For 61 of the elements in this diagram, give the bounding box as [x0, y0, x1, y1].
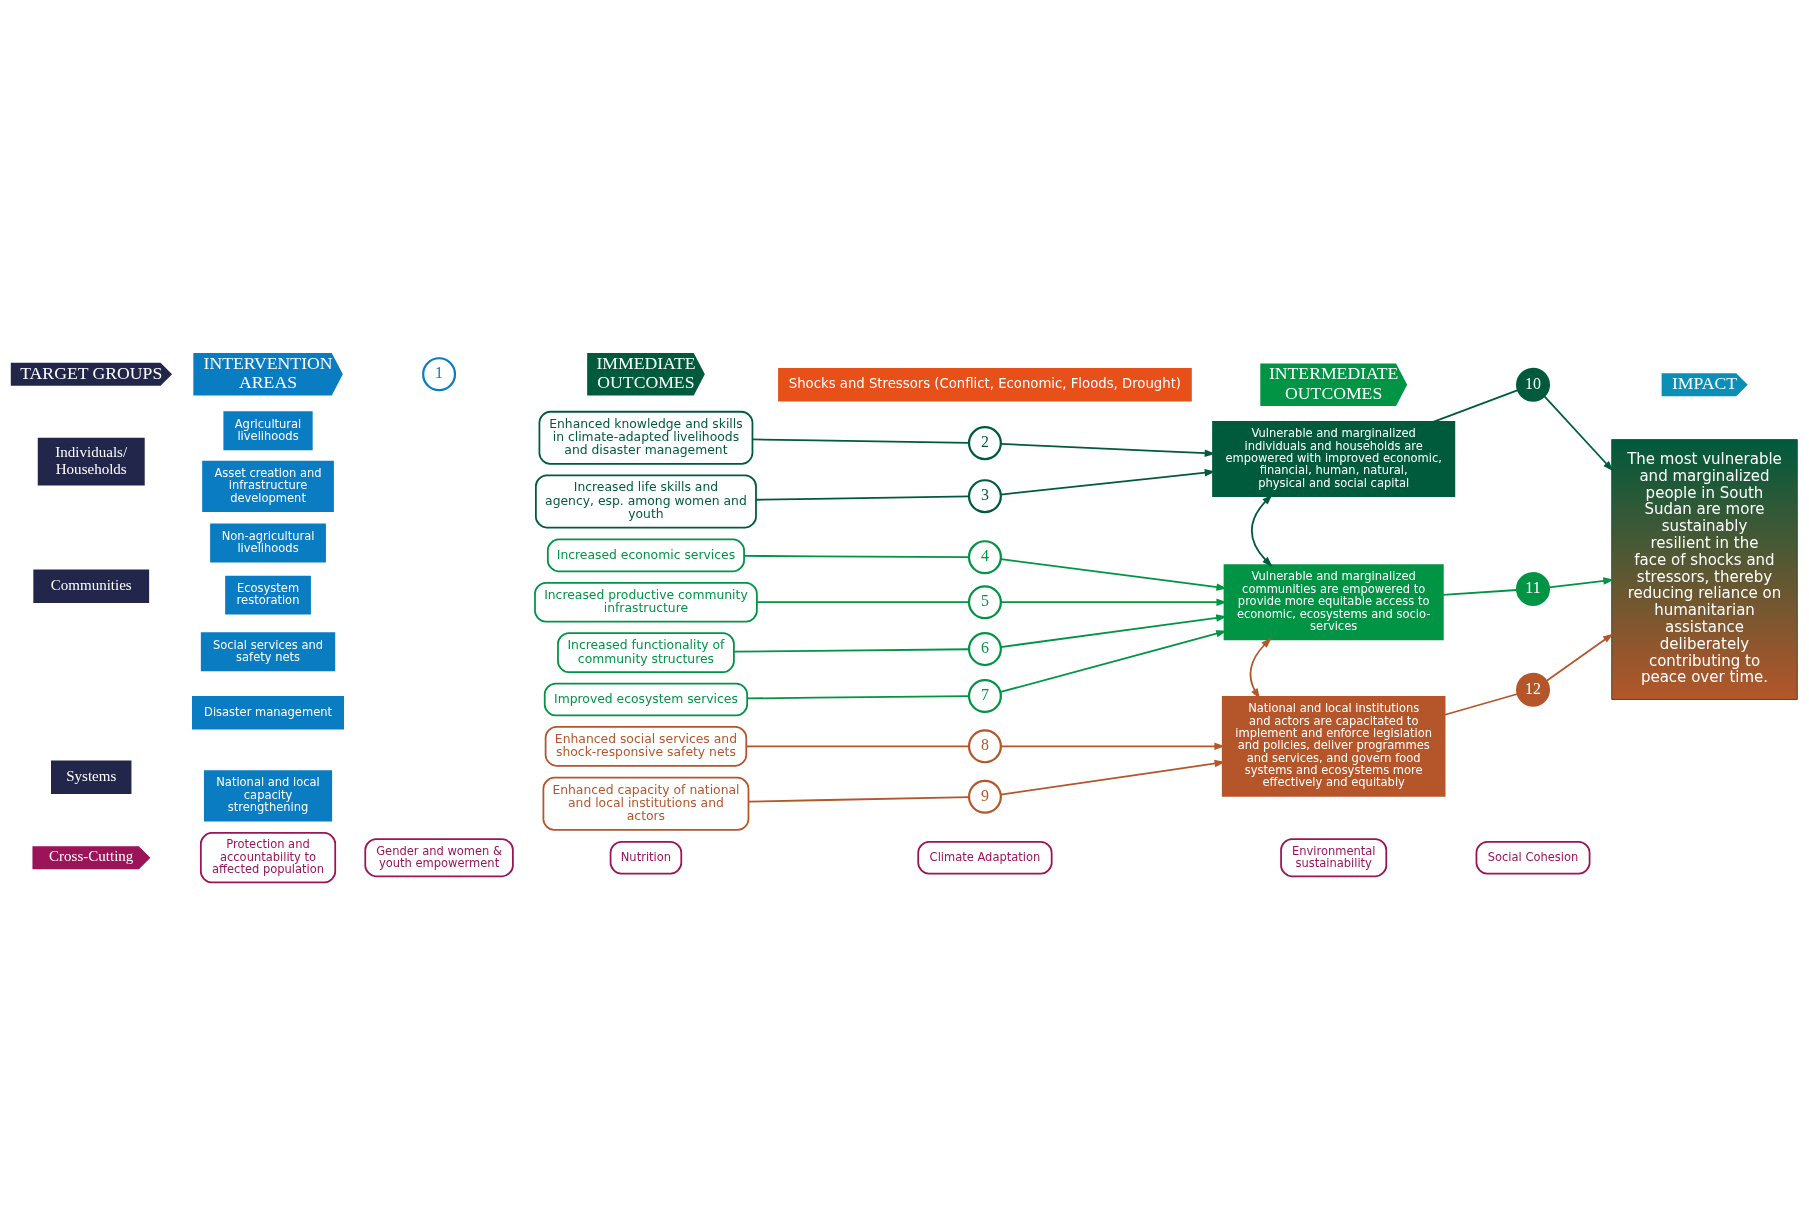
node-box: The most vulnerable and marginalized people in South Sudan are more sustainably resilient in the face of shocks and stressors, thereby reducing reliance on humanitarian assistance deliberately contributing to peace over time. [1611, 439, 1798, 700]
node-circle: 11 [1516, 571, 1551, 606]
node-box: Improved ecosystem services [543, 682, 749, 717]
node-circle: 5 [967, 585, 1002, 620]
node-box: Vulnerable and marginalized individuals and households are empowered with improved economic, financial, human, natural, physical and social capital [1212, 421, 1456, 498]
arrow [1000, 469, 1216, 496]
node-circle: 1 [422, 357, 457, 392]
node-box: Enhanced capacity of national and local institutions and actors [542, 776, 750, 831]
node-box: Increased economic services [546, 538, 745, 573]
node-circle: 12 [1516, 672, 1551, 707]
node-box: Gender and women & youth empowerment [364, 838, 514, 878]
node-box: Increased life skills and agency, esp. among women and youth [535, 474, 757, 529]
node-box: National and local institutions and actors are capacitated to implement and enforce legislation and policies, deliver programmes and services, and govern food systems and ecosystems more effectively and equitably [1221, 695, 1446, 797]
connector [1432, 389, 1519, 423]
node-box: Increased productive community infrastructure [534, 581, 758, 623]
arrow [1000, 742, 1225, 751]
node-box: Agricultural livelihoods [223, 411, 313, 451]
node-box: Asset creation and infrastructure development [202, 460, 334, 513]
arrow [1543, 395, 1614, 472]
connector [733, 648, 970, 653]
node-box: National and local capacity strengthening [203, 770, 333, 822]
node-box: Individuals/ Households [37, 437, 145, 486]
node-box: Communities [33, 569, 150, 604]
connector [1444, 693, 1519, 716]
node-box: Ecosystem restoration [225, 575, 311, 615]
arrow [1250, 494, 1273, 567]
connector [743, 555, 970, 558]
node-circle: 8 [967, 729, 1002, 764]
node-box: Social Cohesion [1475, 840, 1591, 875]
node-box: Environmental sustainability [1280, 838, 1388, 878]
node-box: Vulnerable and marginalized communities are empowered to provide more equitable access to economic, ecosystems and socio- services [1223, 564, 1444, 641]
node-circle: 4 [967, 540, 1002, 575]
node-circle: 9 [967, 779, 1002, 814]
node-box: Enhanced social services and shock-responsive safety nets [544, 726, 748, 767]
arrow [999, 630, 1227, 693]
node-box: Climate Adaptation [917, 840, 1053, 875]
arrow [1545, 633, 1614, 682]
node-circle: 2 [967, 426, 1002, 461]
node-box: Nutrition [609, 840, 683, 875]
node-box: Shocks and Stressors (Conflict, Economic, Floods, Drought) [778, 368, 1192, 402]
connector [1442, 589, 1518, 596]
node-box: Systems [51, 760, 132, 795]
node-box: Social services and safety nets [200, 632, 336, 672]
connector [756, 601, 970, 604]
node-circle: 10 [1516, 367, 1551, 402]
connector [745, 745, 970, 748]
node-box: Protection and accountability to affected population [199, 832, 337, 884]
node-box: Increased functionality of community structures [557, 632, 735, 673]
node-box: Enhanced knowledge and skills in climate-adapted livelihoods and disaster management [538, 410, 754, 465]
node-circle: 6 [967, 632, 1002, 667]
node-box: Non-agricultural livelihoods [210, 523, 326, 563]
connector [755, 495, 970, 501]
connector [751, 438, 970, 444]
connector [747, 796, 970, 803]
node-circle: 7 [967, 678, 1002, 713]
arrow [1000, 442, 1216, 457]
arrow [1548, 577, 1614, 589]
node-box: Disaster management [192, 695, 345, 730]
node-circle: 3 [967, 479, 1002, 514]
connector [746, 695, 970, 700]
arrow [999, 614, 1227, 648]
